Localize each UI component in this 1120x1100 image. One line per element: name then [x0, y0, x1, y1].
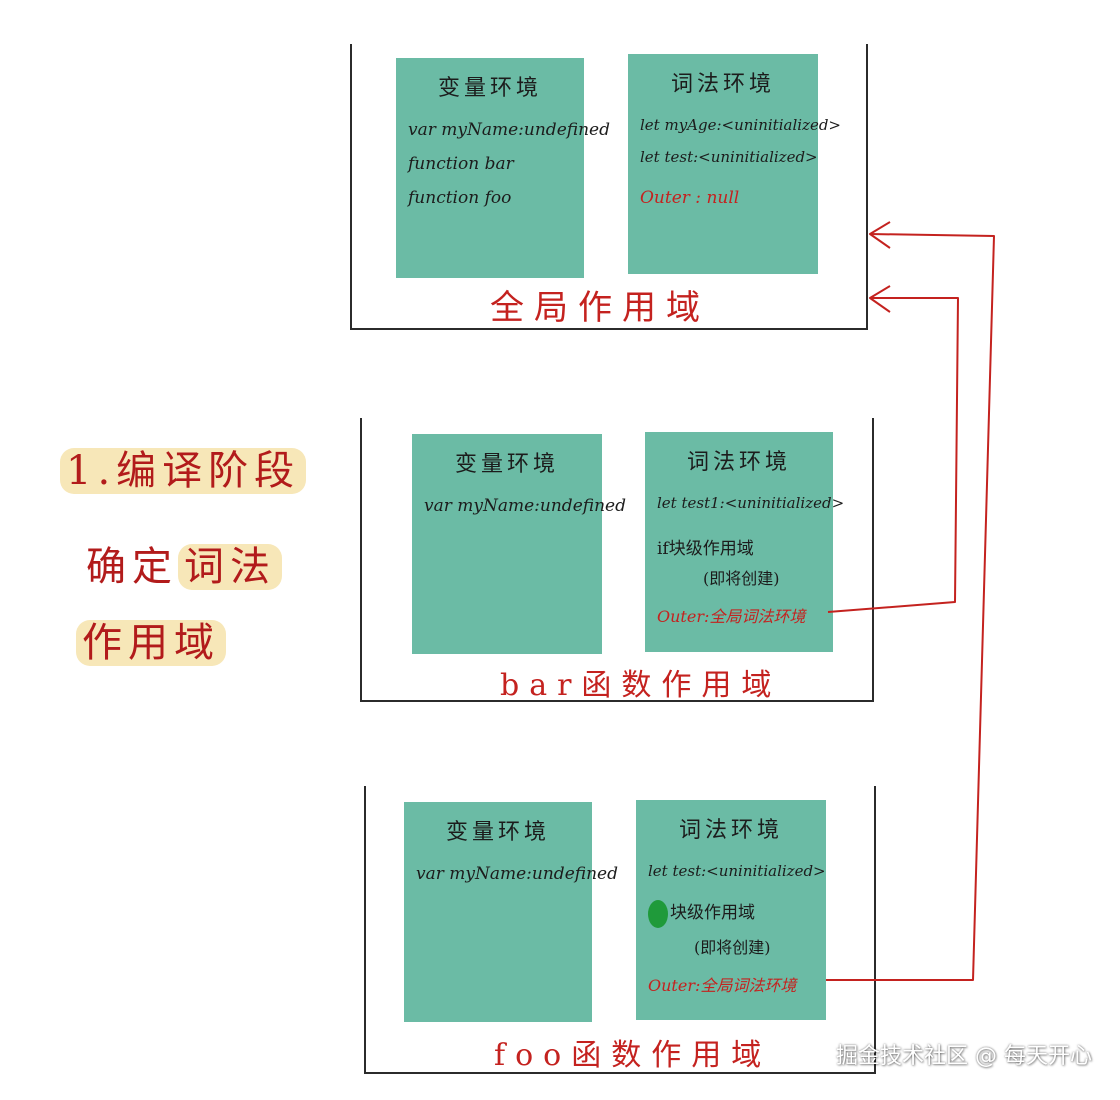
global-lexical-env: 词法环境 let myAge:<uninitialized> let test:… [628, 54, 841, 274]
bar-outer-arrowhead [869, 285, 891, 313]
bar-lex-outer: Outer:全局词法环境 [657, 607, 806, 626]
bar-lex-item-1: if块级作用域 [657, 539, 754, 559]
bar-lex-item-0: let test1:<uninitialized> [657, 494, 845, 512]
foo-lexical-env: 词法环境 let test:<uninitialized> 块级作用域 (即将创… [636, 800, 826, 1020]
foo-lex-item-0: let test:<uninitialized> [648, 862, 826, 880]
bar-variable-env: 变量环境 var myName:undefined [412, 434, 626, 654]
side-note-line2-b: 词法 [178, 544, 282, 590]
foo-variable-env-title: 变量环境 [445, 820, 550, 845]
foo-outer-arrow [826, 233, 995, 981]
global-var-item-0: var myName:undefined [408, 120, 610, 140]
global-scope-label: 全局作用域 [490, 288, 710, 328]
bar-scope-label: bar函数作用域 [500, 668, 782, 703]
side-note-line3: 作用域 [76, 610, 226, 668]
foo-lex-item-1-row: 块级作用域 [648, 898, 816, 928]
watermark: 掘金技术社区 @ 每天开心 [836, 1044, 1092, 1069]
foo-lexical-env-title: 词法环境 [678, 818, 783, 843]
global-scope-box [350, 44, 868, 330]
green-mark-icon [648, 899, 668, 928]
foo-lex-outer: Outer:全局词法环境 [648, 975, 797, 995]
global-variable-env-title: 变量环境 [437, 76, 542, 101]
foo-outer-arrowhead [869, 221, 891, 249]
side-note-line2-a: 确定 [86, 544, 178, 590]
bar-scope-box [360, 418, 874, 702]
global-lexical-env-title: 词法环境 [670, 72, 775, 97]
foo-lex-item-2: (即将创建) [694, 937, 771, 957]
global-lex-outer: Outer : null [640, 188, 740, 208]
bar-lexical-env: 词法环境 let test1:<uninitialized> if块级作用域 (… [645, 432, 845, 652]
global-lex-item-0: let myAge:<uninitialized> [640, 116, 841, 134]
foo-var-item-0: var myName:undefined [416, 864, 618, 884]
bar-lexical-env-title: 词法环境 [686, 450, 791, 475]
bar-outer-arrow [827, 297, 959, 613]
bar-variable-env-title: 变量环境 [454, 452, 559, 477]
foo-scope-box [364, 786, 876, 1074]
global-lex-item-1: let test:<uninitialized> [640, 148, 818, 166]
side-note-line2: 确定词法 [86, 534, 282, 592]
side-note-line1: 1.编译阶段 [60, 438, 307, 496]
bar-lex-item-2: (即将创建) [703, 569, 780, 588]
foo-scope-label: foo函数作用域 [494, 1038, 772, 1073]
foo-variable-env: 变量环境 var myName:undefined [404, 802, 618, 1022]
bar-var-item-0: var myName:undefined [424, 496, 626, 516]
foo-lex-item-1: 块级作用域 [670, 903, 755, 923]
side-note-line1-text: 1.编译阶段 [60, 448, 307, 494]
global-var-item-1: function bar [408, 154, 514, 174]
side-note-line3-text: 作用域 [76, 620, 226, 666]
global-var-item-2: function foo [408, 188, 512, 208]
global-variable-env: 变量环境 var myName:undefined function bar f… [396, 58, 610, 278]
